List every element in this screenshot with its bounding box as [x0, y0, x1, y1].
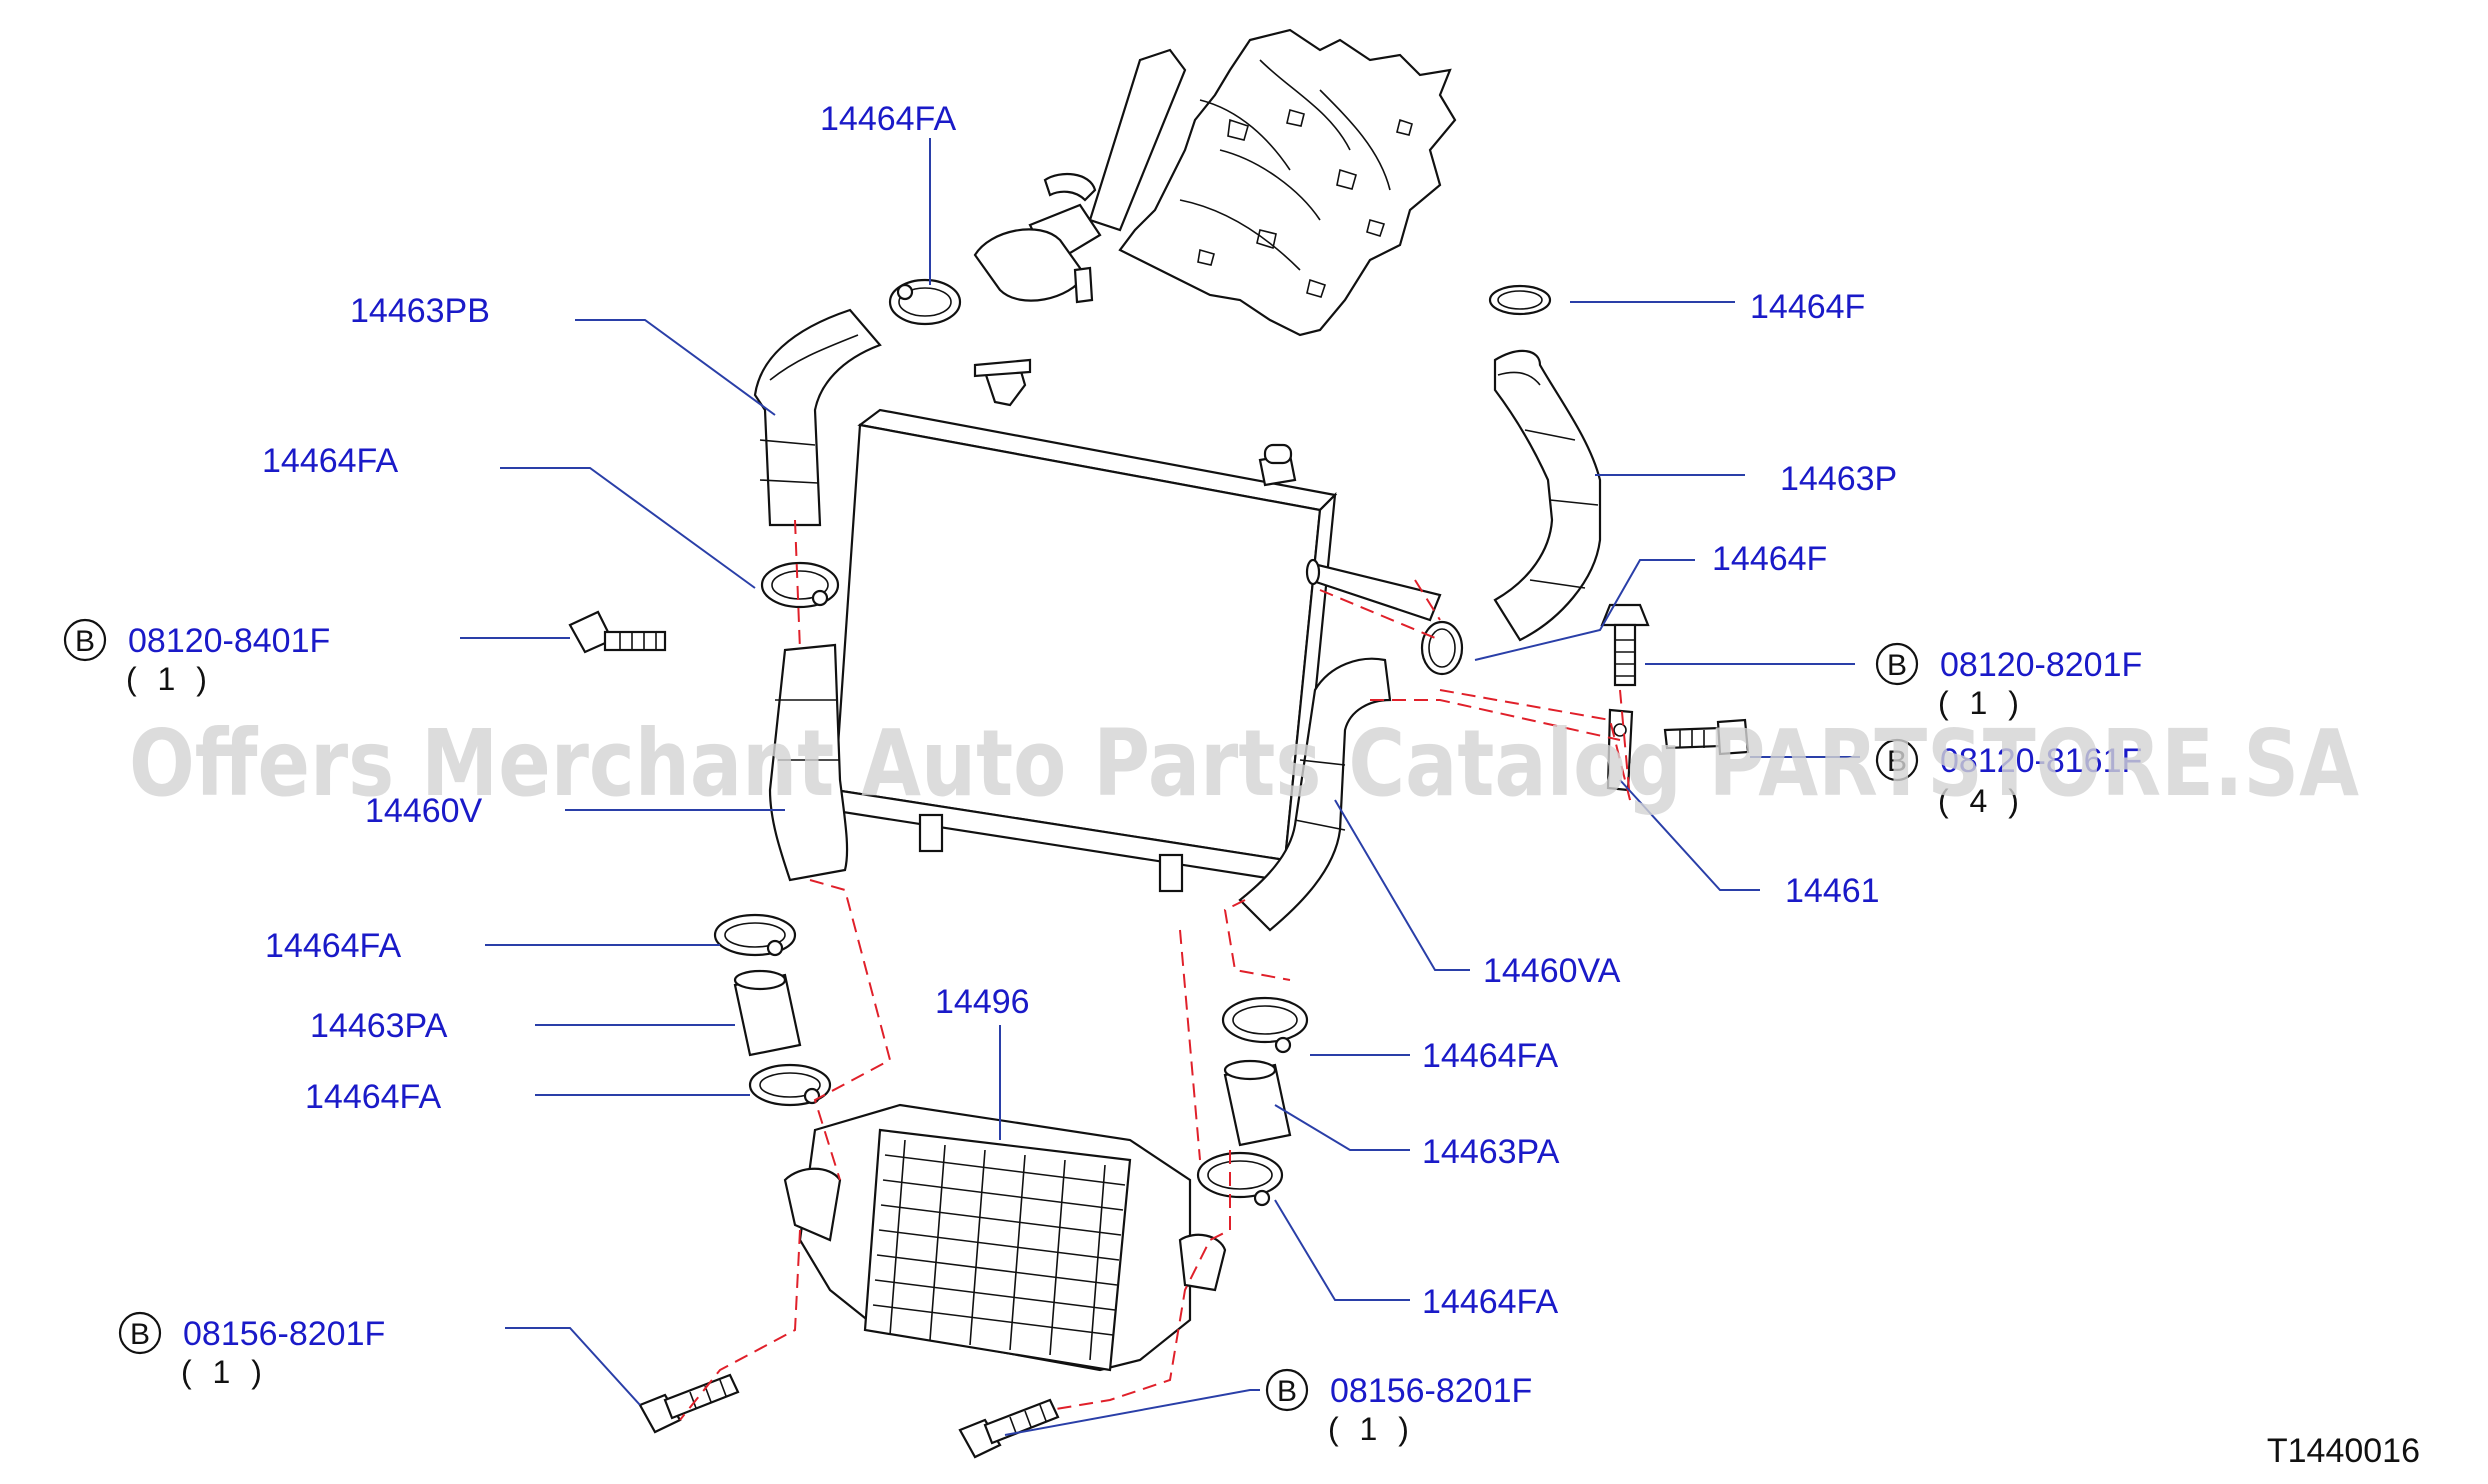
callout-label: 14464FA: [265, 927, 401, 965]
callout-label: 14463PA: [310, 1007, 448, 1045]
callout-label: 14463PB: [350, 292, 490, 330]
callout-qty: ( 1 ): [181, 1354, 268, 1390]
bolt-marker-circle: [63, 618, 107, 662]
hoses-and-clamps: [568, 278, 1750, 1207]
intercooler-illustration: [638, 1103, 1227, 1459]
engine-block-illustration: [973, 28, 1457, 337]
callout-label: 14464FA: [1422, 1283, 1558, 1321]
callout-qty: ( 1 ): [126, 661, 213, 697]
leader-lines: [460, 138, 1860, 1436]
part-labels: 14464FA 14463PB 14464F 14464FA 14463P 14…: [63, 100, 2420, 1470]
callout-qty: ( 1 ): [1328, 1411, 1415, 1447]
callout-label: 14463P: [1780, 460, 1897, 498]
bolt-marker-circle: [118, 1311, 162, 1355]
callout-qty: ( 4 ): [1938, 783, 2025, 819]
callout-label: 08156-8201F: [183, 1315, 385, 1353]
callout-label: 14464F: [1750, 288, 1865, 326]
bolt-marker-circle: [1875, 642, 1919, 686]
callout-label: 08120-8201F: [1940, 646, 2142, 684]
callout-qty: ( 1 ): [1938, 685, 2025, 721]
callout-label: 14464FA: [262, 442, 398, 480]
callout-label: 14463PA: [1422, 1133, 1560, 1171]
watermark-text: Offers Merchant Auto Parts Catalog PARTS…: [129, 710, 2359, 817]
bolt-marker-letter: B: [1277, 1375, 1297, 1408]
callout-label: 14464FA: [305, 1078, 441, 1116]
callout-label: 14464FA: [1422, 1037, 1558, 1075]
drawing-id: T1440016: [2267, 1432, 2420, 1470]
callout-label: 14460VA: [1483, 952, 1621, 990]
callout-label: 14461: [1785, 872, 1880, 910]
bolt-marker-letter: B: [1887, 649, 1907, 682]
assembly-dashed-paths: [679, 519, 1631, 1421]
callout-label: 14496: [935, 983, 1030, 1021]
bolt-marker-letter: B: [130, 1318, 150, 1351]
bolt-marker-circle: [1265, 1368, 1309, 1412]
callout-label: 08156-8201F: [1330, 1372, 1532, 1410]
callout-label: 08120-8161F: [1940, 742, 2142, 780]
callout-label: 14460V: [365, 792, 483, 830]
bolt-marker-letter: B: [1887, 745, 1907, 778]
callout-label: 08120-8401F: [128, 622, 330, 660]
callout-label: 14464F: [1712, 540, 1827, 578]
callout-label: 14464FA: [820, 100, 956, 138]
bolt-marker-letter: B: [75, 625, 95, 658]
bolt-marker-circle: [1875, 738, 1919, 782]
radiator-illustration: [828, 358, 1442, 893]
